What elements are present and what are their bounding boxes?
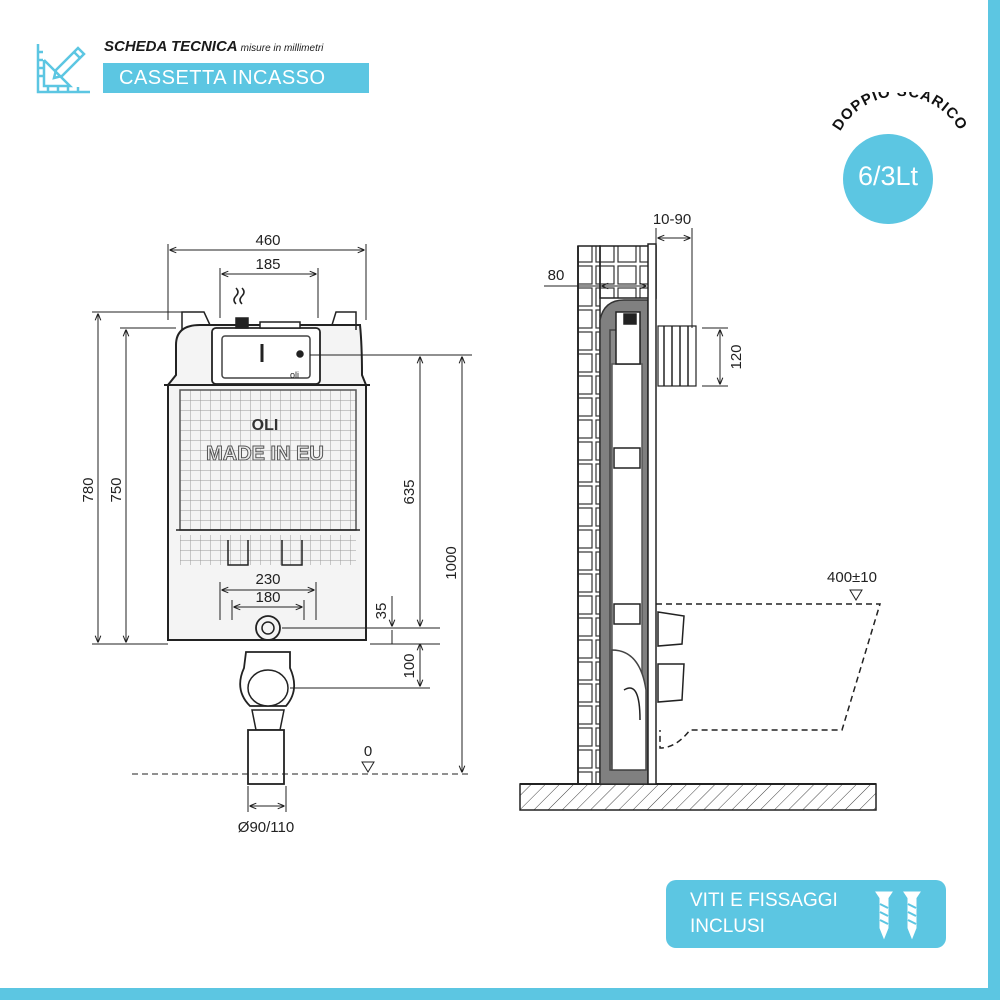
svg-text:Ø90/110: Ø90/110 xyxy=(238,819,294,836)
title-text: SCHEDA TECNICA xyxy=(104,38,238,55)
screw-icon xyxy=(875,891,921,940)
ruler-pencil-icon xyxy=(36,44,90,94)
svg-text:oli: oli xyxy=(290,370,299,380)
svg-text:185: 185 xyxy=(255,256,280,273)
side-dimensions xyxy=(544,228,863,601)
svg-text:780: 780 xyxy=(80,477,97,502)
frame-bottom xyxy=(0,988,1000,1000)
front-dimension-labels: 460 185 230 180 Ø90/110 0 780 750 635 10… xyxy=(80,232,460,836)
svg-text:100: 100 xyxy=(401,653,418,678)
svg-text:230: 230 xyxy=(255,571,280,588)
svg-text:635: 635 xyxy=(401,479,418,504)
front-view-logo: OLI MADE IN EU oli xyxy=(206,370,325,466)
side-dimension-labels: 10-90 80 120 400±10 xyxy=(548,211,877,586)
svg-text:180: 180 xyxy=(255,589,280,606)
badge-arc: DOPPIO SCARICO xyxy=(829,92,970,134)
svg-text:10-90: 10-90 xyxy=(653,211,691,228)
svg-text:80: 80 xyxy=(548,267,565,284)
subtitle-text: misure in millimetri xyxy=(240,43,324,54)
footer-callout: VITI E FISSAGGI INCLUSI xyxy=(666,880,946,948)
badge-value: 6/3Lt xyxy=(843,134,933,224)
svg-text:35: 35 xyxy=(373,603,390,620)
side-view xyxy=(519,243,882,811)
header-banner: CASSETTA INCASSO xyxy=(103,63,369,93)
svg-text:400±10: 400±10 xyxy=(827,569,877,586)
svg-text:0: 0 xyxy=(364,743,372,760)
svg-text:MADE IN EU: MADE IN EU xyxy=(206,443,324,465)
svg-text:460: 460 xyxy=(255,232,280,249)
svg-text:1000: 1000 xyxy=(443,546,460,579)
frame-right xyxy=(988,0,1000,1000)
svg-text:120: 120 xyxy=(728,344,745,369)
footer-line-2: INCLUSI xyxy=(690,916,765,937)
footer-line-1: VITI E FISSAGGI xyxy=(690,890,838,911)
svg-text:OLI: OLI xyxy=(252,417,279,434)
svg-text:750: 750 xyxy=(108,477,125,502)
front-view xyxy=(164,287,370,785)
front-dimensions xyxy=(92,244,472,812)
